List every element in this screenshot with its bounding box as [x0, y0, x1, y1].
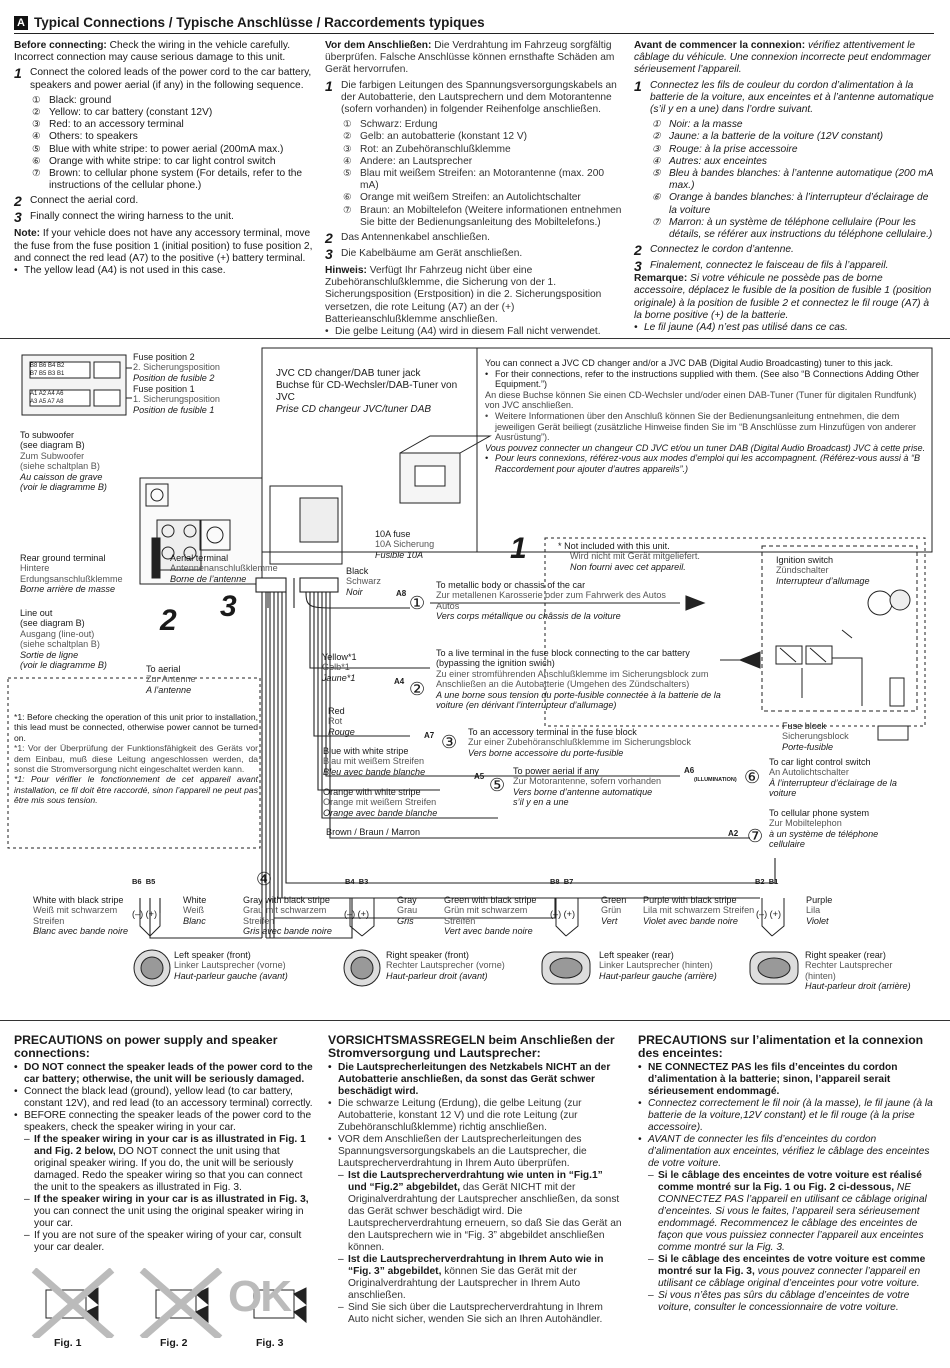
speaker-graphics: [133, 949, 799, 987]
big-step-3: 3: [220, 590, 237, 623]
step-6-circle: ⑥: [744, 767, 761, 787]
footnote: *1: Before checking the operation of thi…: [14, 712, 258, 806]
big-step-1: 1: [510, 532, 527, 565]
step-7-circle: ⑦: [747, 826, 764, 846]
step-4-circle: ④: [256, 869, 273, 889]
speaker-3-label: Left speaker (rear)Linker Lautsprecher (…: [599, 950, 717, 981]
precautions-english: PRECAUTIONS on power supply and speaker …: [14, 1033, 313, 1254]
accessory-terminal-label: To an accessory terminal in the fuse blo…: [468, 727, 691, 758]
section-header: A Typical Connections / Typische Anschlü…: [14, 12, 934, 34]
fuse-connector-graphic: [21, 354, 132, 416]
live-terminal-label: To a live terminal in the fuse block con…: [436, 648, 721, 711]
section-badge: A: [14, 15, 28, 30]
ok-mark: OK: [228, 1272, 292, 1321]
not-included-note: * Not included with this unit.Wird nicht…: [558, 541, 700, 572]
page-title: Typical Connections / Typische Anschlüss…: [34, 15, 485, 30]
step-2-circle: ②: [409, 679, 426, 699]
column-english: Before connecting: Check the wiring in t…: [14, 40, 314, 277]
head-unit-graphic: [139, 477, 343, 585]
fig-1-label: Fig. 1: [54, 1337, 82, 1349]
brown-lead-label: Brown / Braun / Marron: [326, 827, 421, 837]
column-french: Avant de commencer la connexion: vérifie…: [634, 40, 936, 334]
step-5-circle: ⑤: [489, 775, 506, 795]
step-1-circle: ①: [409, 593, 426, 613]
speaker-2-label: Right speaker (front)Rechter Lautspreche…: [386, 950, 505, 981]
fuse-pin-labels: B8 B6 B4 B2 B7 B5 B3 B1 A1 A2 A4 A6 A3 A…: [30, 363, 65, 405]
cross-icon: [31, 1268, 223, 1338]
fuse-block-graphic: [720, 545, 918, 741]
line-out-label: Line out(see diagram B)Ausgang (line-out…: [20, 608, 107, 671]
speaker-4-label: Right speaker (rear)Rechter Lautsprecher…: [805, 950, 911, 992]
subwoofer-label: To subwoofer(see diagram B)Zum Subwoofer…: [20, 430, 107, 493]
step-3-circle: ③: [441, 732, 458, 752]
speaker-1-label: Left speaker (front)Linker Lautsprecher …: [174, 950, 288, 981]
fig-2-label: Fig. 2: [160, 1337, 188, 1349]
wiring-diagram: [7, 347, 933, 987]
fig-3-label: Fig. 3: [256, 1337, 284, 1349]
divider: [0, 1020, 950, 1021]
precautions-german: VORSICHTSMASSREGELN beim Anschließen der…: [328, 1033, 622, 1326]
divider: [0, 338, 950, 339]
column-german: Vor dem Anschließen: Die Verdrahtung im …: [325, 40, 623, 338]
wiring-figures: [31, 1268, 307, 1338]
cd-changer-info: You can connect a JVC CD changer and/or …: [485, 358, 926, 474]
precautions-french: PRECAUTIONS sur l’alimentation et la con…: [638, 1033, 933, 1314]
big-step-2: 2: [160, 604, 177, 637]
